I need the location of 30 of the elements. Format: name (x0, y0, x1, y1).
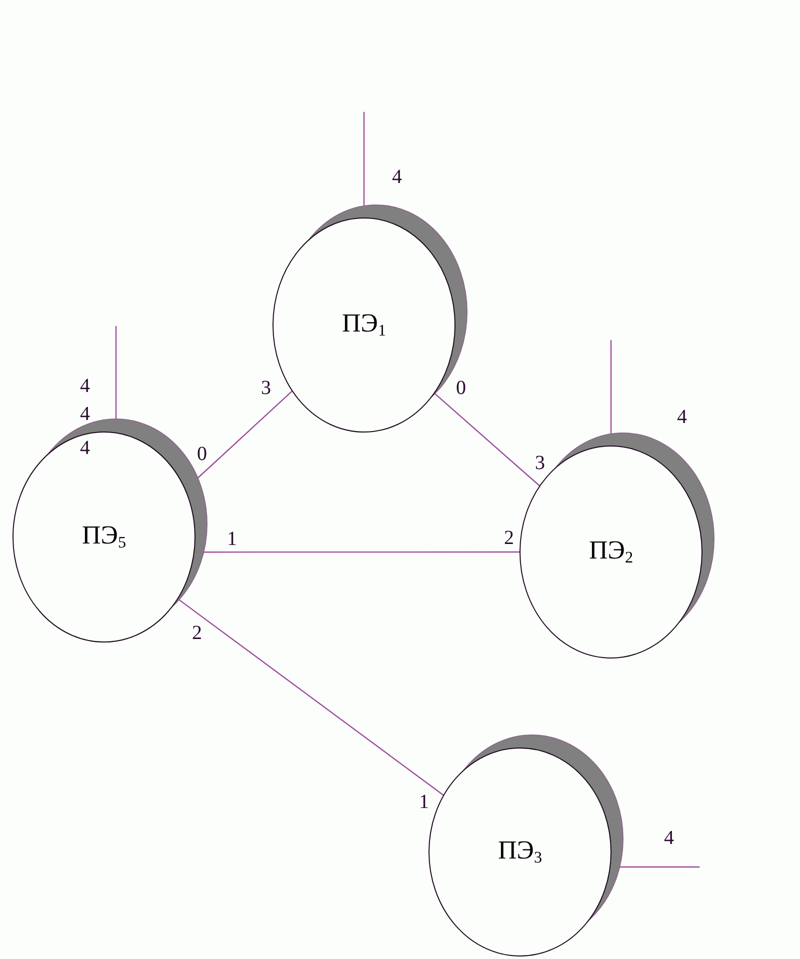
port-number: 4 (392, 167, 402, 187)
node-label: ПЭ$_{3}$ (498, 837, 542, 867)
port-number: 4 (80, 376, 90, 396)
node-circle (428, 734, 624, 957)
node-label: ПЭ$_{2}$ (589, 537, 633, 567)
node-label: ПЭ$_{1}$ (342, 310, 386, 340)
connector-line (620, 866, 700, 868)
port-number: 1 (419, 792, 429, 812)
port-number: 4 (80, 438, 90, 458)
connector-line (177, 598, 444, 796)
node-label: ПЭ$_{5}$ (82, 522, 126, 552)
connector-line (197, 390, 293, 478)
connector-line (204, 551, 520, 553)
connector-line (363, 112, 365, 206)
port-number: 0 (197, 444, 207, 464)
port-number: 3 (261, 378, 271, 398)
port-number: 4 (677, 407, 687, 427)
port-number: 0 (456, 378, 466, 398)
connector-line (610, 340, 612, 434)
node-circle (272, 204, 468, 433)
node-circle (519, 432, 715, 659)
connector-line (115, 326, 117, 419)
port-number: 2 (192, 623, 202, 643)
port-number: 4 (80, 404, 90, 424)
port-number: 2 (504, 528, 514, 548)
port-number: 3 (535, 453, 545, 473)
port-number: 1 (227, 529, 237, 549)
node-circle (12, 418, 208, 643)
port-number: 4 (664, 828, 674, 848)
connector-line (434, 392, 540, 486)
